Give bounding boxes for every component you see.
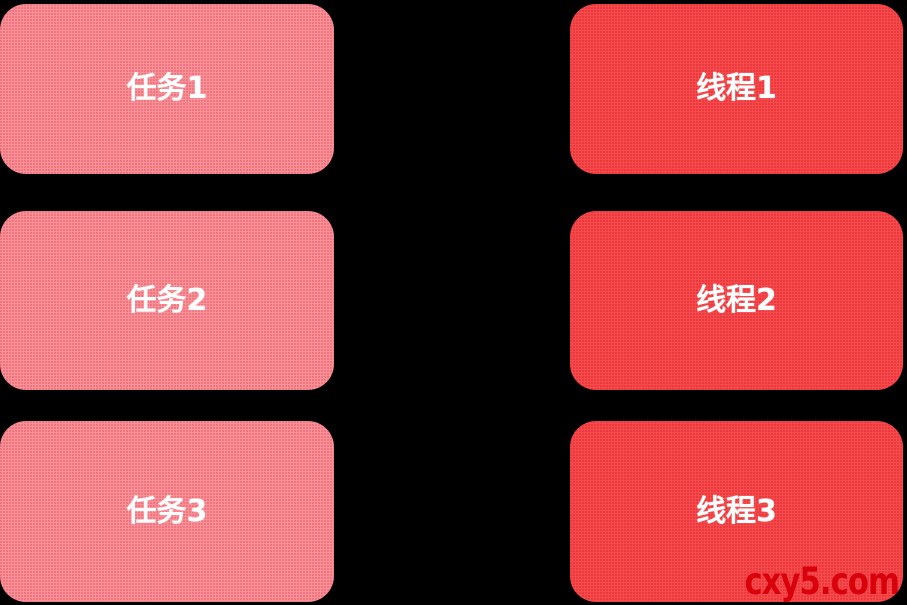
site-watermark: cxy5.com (744, 560, 899, 602)
thread-box-2[interactable]: 线程2 (570, 211, 903, 390)
task-box-1[interactable]: 任务1 (0, 4, 334, 174)
task-box-3[interactable]: 任务3 (0, 421, 334, 602)
thread-box-1[interactable]: 线程1 (570, 4, 903, 174)
task-box-1-label: 任务1 (126, 71, 208, 106)
task-box-3-label: 任务3 (126, 493, 208, 529)
task-box-2-label: 任务2 (126, 282, 208, 318)
thread-box-2-label: 线程2 (696, 282, 777, 318)
thread-box-3-label: 线程3 (696, 493, 777, 529)
thread-box-3[interactable]: 线程3 cxy5.com (570, 421, 903, 602)
thread-box-1-label: 线程1 (696, 71, 777, 106)
task-box-2[interactable]: 任务2 (0, 211, 334, 390)
